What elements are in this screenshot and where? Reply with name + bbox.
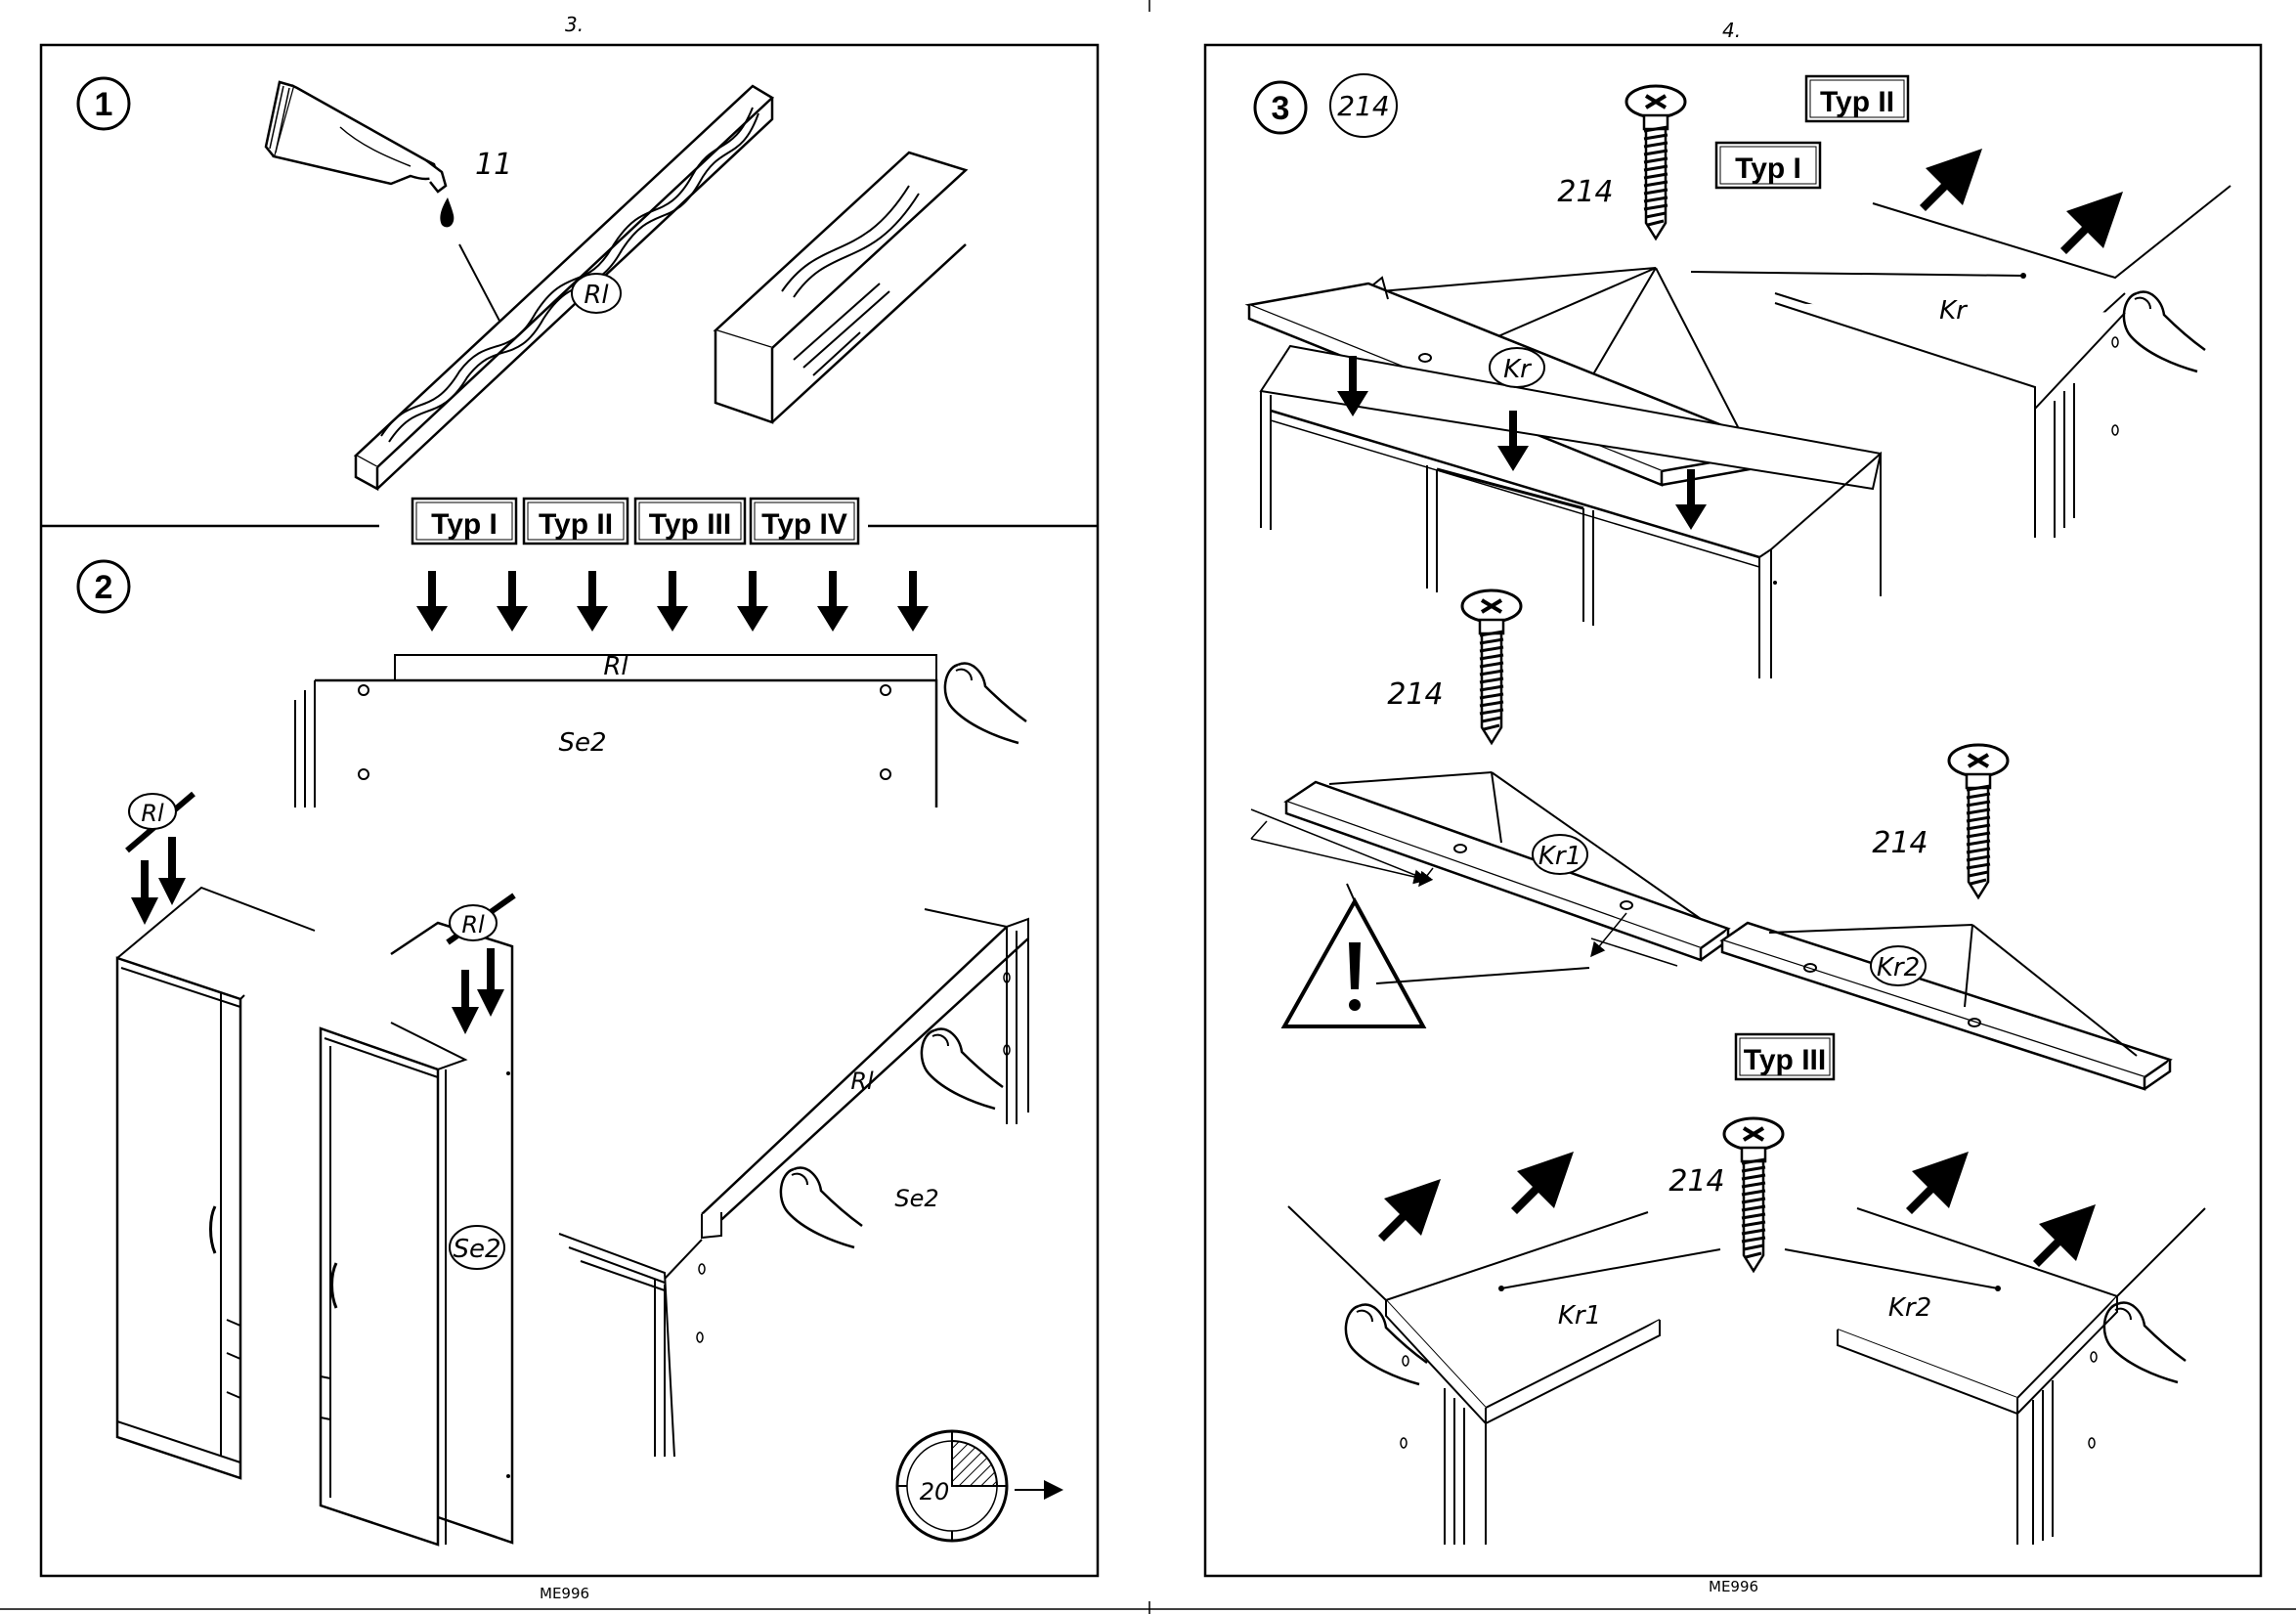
glue-tube-icon <box>266 82 446 192</box>
part-label-rl: Rl <box>584 281 609 310</box>
screw-ref-mid-left: 214 <box>1387 677 1443 712</box>
hand-icon <box>781 1168 862 1247</box>
block-detail <box>715 153 966 422</box>
board-label-kr1-corner: Kr1 <box>1558 1301 1601 1330</box>
rail-label-top: Rl <box>603 652 628 681</box>
page-number-right: 4. <box>1722 19 1741 42</box>
type-tag-2: Typ II <box>539 508 613 541</box>
board-label-kr-detail: Kr <box>1939 296 1969 326</box>
cabinet-top-board <box>1249 278 1881 678</box>
rail-marker-right: Rl <box>448 895 514 1034</box>
panel-label-wardrobe: Se2 <box>453 1235 500 1264</box>
rail-label-corner: Rl <box>850 1068 874 1095</box>
direction-arrow-icon <box>2033 1204 2096 1267</box>
board-label-kr2-corner: Kr2 <box>1888 1293 1931 1323</box>
rail-marker-left: Rl <box>127 794 194 925</box>
board-label-kr: Kr <box>1503 355 1533 384</box>
rail-label-right: Rl <box>461 911 485 938</box>
screw-icon <box>1949 745 2008 897</box>
board-label-kr2: Kr2 <box>1877 953 1920 982</box>
screw-ref-bottom: 214 <box>1668 1164 1724 1199</box>
step-3: 3 214 Typ II Typ I 214 <box>1249 74 2231 1545</box>
type-tag-typ-i: Typ I <box>1735 153 1801 185</box>
screw-ref-badge: 214 <box>1337 90 1389 122</box>
wardrobe-left <box>117 888 315 1478</box>
step-3-number: 3 <box>1272 90 1290 127</box>
page-number-left: 3. <box>565 13 584 36</box>
press-arrows <box>416 571 929 632</box>
rail-label-left: Rl <box>141 800 164 827</box>
direction-arrow-icon <box>1378 1179 1441 1242</box>
step-2: 2 Typ I Typ II Typ III Typ IV <box>78 499 1061 1545</box>
screw-icon <box>1626 86 1685 239</box>
corner-detail <box>559 909 1028 1457</box>
type-tag-1: Typ I <box>431 508 498 541</box>
rail-rl-glue <box>356 86 772 489</box>
hand-icon <box>2104 1303 2186 1382</box>
screw-ref-mid-right: 214 <box>1872 826 1928 860</box>
type-tag-typ-ii: Typ II <box>1820 86 1894 118</box>
type-tags-step2: Typ I Typ II Typ III Typ IV <box>412 499 858 544</box>
direction-arrow-icon <box>2060 192 2123 254</box>
glue-ref: 11 <box>475 148 512 182</box>
screw-icon <box>1462 590 1521 743</box>
step-2-number: 2 <box>95 569 113 606</box>
board-label-kr1: Kr1 <box>1538 842 1581 871</box>
corner-detail-kr2 <box>1838 1208 2205 1545</box>
hand-icon <box>945 664 1026 743</box>
direction-arrow-icon <box>1906 1152 1969 1214</box>
type-tag-4: Typ IV <box>761 508 847 541</box>
board-kr1 <box>1251 782 1728 966</box>
screw-icon <box>1724 1118 1783 1271</box>
step-1-number: 1 <box>95 86 113 123</box>
glue-drop-icon <box>440 197 454 227</box>
type-tag-typ-iii: Typ III <box>1744 1044 1826 1076</box>
timer-minutes: 20 <box>920 1478 950 1505</box>
footer-code-right: ME996 <box>1709 1578 1758 1595</box>
hand-icon <box>2124 292 2205 371</box>
panel-label-corner: Se2 <box>894 1185 938 1212</box>
step-1: 1 11 Rl <box>78 78 966 489</box>
corner-detail-kr1 <box>1288 1206 1660 1545</box>
panel-label-top: Se2 <box>558 728 606 758</box>
direction-arrow-icon <box>1920 149 1982 211</box>
type-tag-3: Typ III <box>649 508 731 541</box>
hand-icon <box>922 1029 1003 1109</box>
direction-arrow-icon <box>1511 1152 1574 1214</box>
footer-code-left: ME996 <box>540 1585 589 1602</box>
screw-ref-top: 214 <box>1557 175 1613 209</box>
